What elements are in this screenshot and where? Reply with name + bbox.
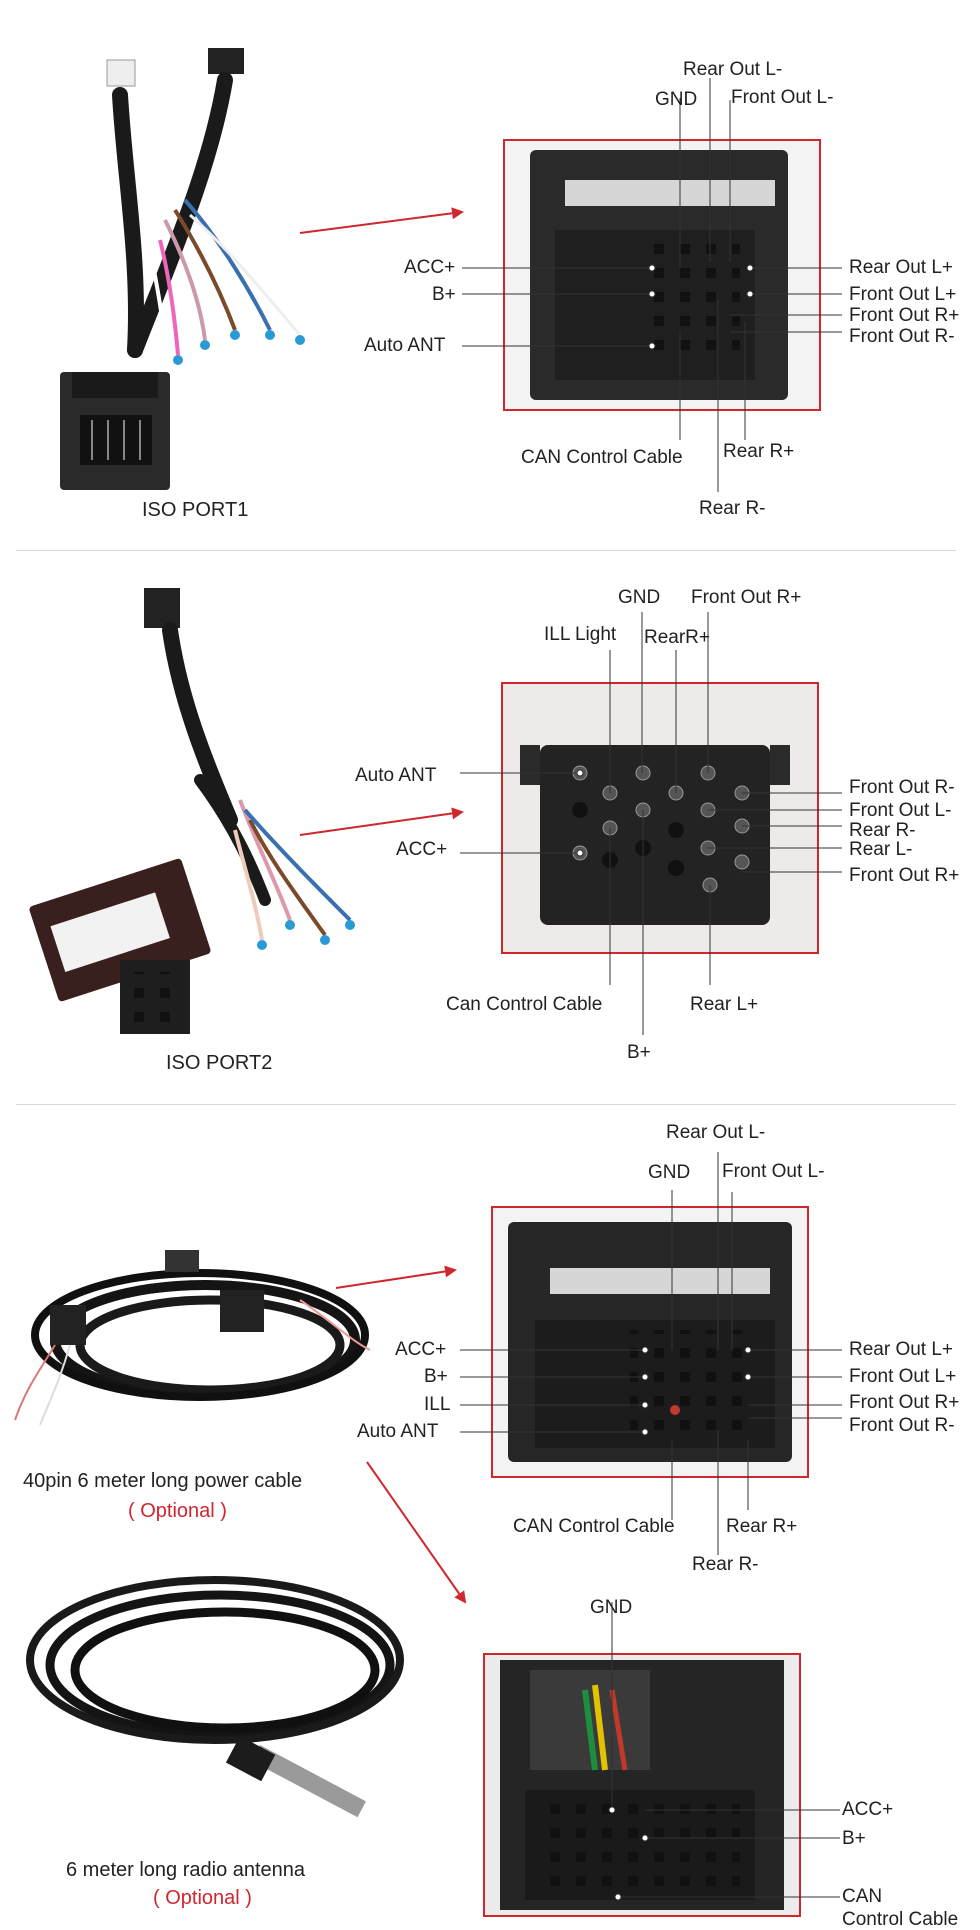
label-acc-plus: ACC+ <box>404 257 456 278</box>
label-front-out-l-minus: Front Out L- <box>849 800 952 821</box>
section-divider <box>16 550 956 551</box>
label-gnd: GND <box>655 89 698 110</box>
label-front-out-r-minus: Front Out R- <box>849 326 955 347</box>
label-front-out-l-plus: Front Out L+ <box>849 284 957 305</box>
label-gnd: GND <box>648 1162 691 1183</box>
label-auto-ant: Auto ANT <box>364 335 446 356</box>
label-front-out-r-minus: Front Out R- <box>849 1415 955 1436</box>
optional-power-cable: ( Optional ) <box>128 1500 227 1522</box>
label-rear-r-plus: Rear R+ <box>723 441 795 462</box>
label-rear-r-plus: Rear R+ <box>726 1516 798 1537</box>
section-divider <box>16 1104 956 1105</box>
label-gnd: GND <box>590 1597 633 1618</box>
panel3-connector-closeup <box>491 1206 809 1478</box>
label-acc-plus: ACC+ <box>396 839 448 860</box>
panel3-cable-coil-photo <box>14 1250 371 1426</box>
panel2-harness-photo <box>29 588 355 1034</box>
label-b-plus: B+ <box>627 1042 651 1063</box>
label-ill: ILL <box>424 1394 451 1415</box>
caption-iso-port2: ISO PORT2 <box>166 1052 273 1074</box>
label-rear-r-minus: Rear R- <box>699 498 766 519</box>
label-front-out-l-minus: Front Out L- <box>731 87 834 108</box>
label-gnd: GND <box>618 587 661 608</box>
label-ill-light: ILL Light <box>544 624 617 645</box>
label-acc-plus: ACC+ <box>395 1339 447 1360</box>
label-rear-r-minus: Rear R- <box>849 820 916 841</box>
label-b-plus: B+ <box>432 284 456 305</box>
label-front-out-r-plus: Front Out R+ <box>849 1392 960 1413</box>
leader-endpoints <box>576 264 754 1901</box>
panel3-arrow-top <box>335 1265 457 1289</box>
label-can-control-cable: CAN Control Cable <box>521 447 683 468</box>
panel4-connector-closeup <box>483 1653 801 1917</box>
panel1-connector-closeup <box>503 139 821 411</box>
panel2-arrow <box>299 807 464 836</box>
label-b-plus: B+ <box>424 1366 448 1387</box>
label-rear-l-plus: Rear L+ <box>690 994 759 1015</box>
label-rear-out-l-plus: Rear Out L+ <box>849 257 954 278</box>
label-b-plus: B+ <box>842 1828 866 1849</box>
label-acc-plus: ACC+ <box>842 1799 894 1820</box>
label-rear-out-l-plus: Rear Out L+ <box>849 1339 954 1360</box>
panel3-arrow-down <box>366 1461 467 1604</box>
panel4-antenna-coil-photo <box>26 1576 404 1818</box>
panel1-harness-photo <box>60 48 305 490</box>
label-front-out-r-plus-right: Front Out R+ <box>849 865 960 886</box>
label-rear-r-minus: Rear R- <box>692 1554 759 1575</box>
label-can-control-cable: Can Control Cable <box>446 994 603 1015</box>
label-control-cable: Control Cable <box>842 1909 959 1930</box>
label-auto-ant: Auto ANT <box>357 1421 439 1442</box>
label-front-out-l-minus: Front Out L- <box>722 1161 825 1182</box>
label-rear-out-l-minus: Rear Out L- <box>666 1122 766 1143</box>
caption-iso-port1: ISO PORT1 <box>142 499 249 521</box>
optional-radio-antenna: ( Optional ) <box>153 1887 252 1909</box>
label-can-control-cable: CAN Control Cable <box>513 1516 675 1537</box>
label-front-out-r-plus: Front Out R+ <box>849 305 960 326</box>
caption-radio-antenna: 6 meter long radio antenna <box>66 1859 306 1881</box>
label-can: CAN <box>842 1886 883 1907</box>
label-front-out-r-minus: Front Out R- <box>849 777 955 798</box>
label-front-out-l-plus: Front Out L+ <box>849 1366 957 1387</box>
label-rear-r-plus: RearR+ <box>644 627 710 648</box>
label-auto-ant: Auto ANT <box>355 765 437 786</box>
caption-power-cable: 40pin 6 meter long power cable <box>23 1470 303 1492</box>
panel2-connector-closeup <box>501 682 819 954</box>
label-front-out-r-plus-top: Front Out R+ <box>691 587 802 608</box>
label-rear-out-l-minus: Rear Out L- <box>683 59 783 80</box>
leader-lines <box>460 78 842 1898</box>
panel1-arrow <box>299 207 464 234</box>
label-rear-l-minus: Rear L- <box>849 839 913 860</box>
